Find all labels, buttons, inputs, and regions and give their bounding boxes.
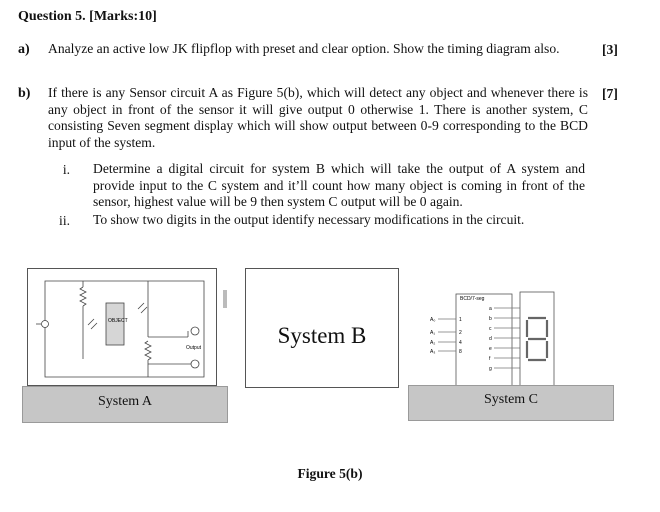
sensor-circuit-schematic: OBJECT Output bbox=[36, 280, 205, 378]
part-b-label: b) bbox=[18, 86, 31, 101]
subitem-i-number: i. bbox=[62, 162, 70, 177]
system-a-label: System A bbox=[97, 394, 153, 409]
segment-f: f bbox=[489, 356, 491, 362]
segment-d: d bbox=[489, 336, 492, 342]
system-c-diagram: BCD/7-seg A₀ A₁ A₂ A₃ 1 2 4 8 a b c d e … bbox=[424, 282, 560, 387]
segment-b: b bbox=[489, 316, 492, 322]
segment-e: e bbox=[489, 346, 492, 352]
part-b-text: If there is any Sensor circuit A as Figu… bbox=[48, 85, 588, 150]
subitem-ii-number: ii. bbox=[59, 213, 70, 228]
segment-c: c bbox=[489, 326, 492, 332]
display-digit: 8 bbox=[550, 378, 553, 384]
system-b-label: System B bbox=[277, 323, 367, 348]
bcd-weight-2: 2 bbox=[459, 330, 462, 336]
output-label: Output bbox=[186, 345, 202, 351]
system-a-base: System A bbox=[22, 386, 228, 423]
divider-mark bbox=[223, 290, 227, 308]
bcd-input-a0: A₀ bbox=[430, 317, 435, 323]
system-a-diagram: OBJECT Output bbox=[27, 268, 217, 386]
part-b-marks: [7] bbox=[602, 86, 618, 101]
bcd-weight-8: 8 bbox=[459, 349, 462, 355]
part-a-text: Analyze an active low JK flipflop with p… bbox=[48, 41, 560, 56]
bcd-input-a3: A₃ bbox=[430, 349, 435, 355]
system-c-base: System C bbox=[408, 385, 614, 421]
system-c-label: System C bbox=[483, 392, 539, 407]
bcd-weight-1: 1 bbox=[459, 317, 462, 323]
subitem-i-text: Determine a digital circuit for system B… bbox=[93, 161, 585, 209]
part-a-marks: [3] bbox=[602, 42, 618, 57]
system-b-box: System B bbox=[245, 268, 399, 388]
part-a-label: a) bbox=[18, 42, 30, 57]
segment-g: g bbox=[489, 366, 492, 372]
question-title: Question 5. [Marks:10] bbox=[18, 9, 157, 24]
bcd-input-a1: A₁ bbox=[430, 330, 435, 336]
bcd-weight-4: 4 bbox=[459, 340, 462, 346]
decoder-label: BCD/7-seg bbox=[460, 296, 485, 302]
seven-segment-schematic: BCD/7-seg A₀ A₁ A₂ A₃ 1 2 4 8 a b c d e … bbox=[430, 291, 555, 387]
figure-caption: Figure 5(b) bbox=[297, 466, 363, 481]
object-label: OBJECT bbox=[108, 318, 128, 324]
segment-a: a bbox=[489, 306, 492, 312]
subitem-ii-text: To show two digits in the output identif… bbox=[93, 212, 525, 227]
bcd-input-a2: A₂ bbox=[430, 340, 435, 346]
